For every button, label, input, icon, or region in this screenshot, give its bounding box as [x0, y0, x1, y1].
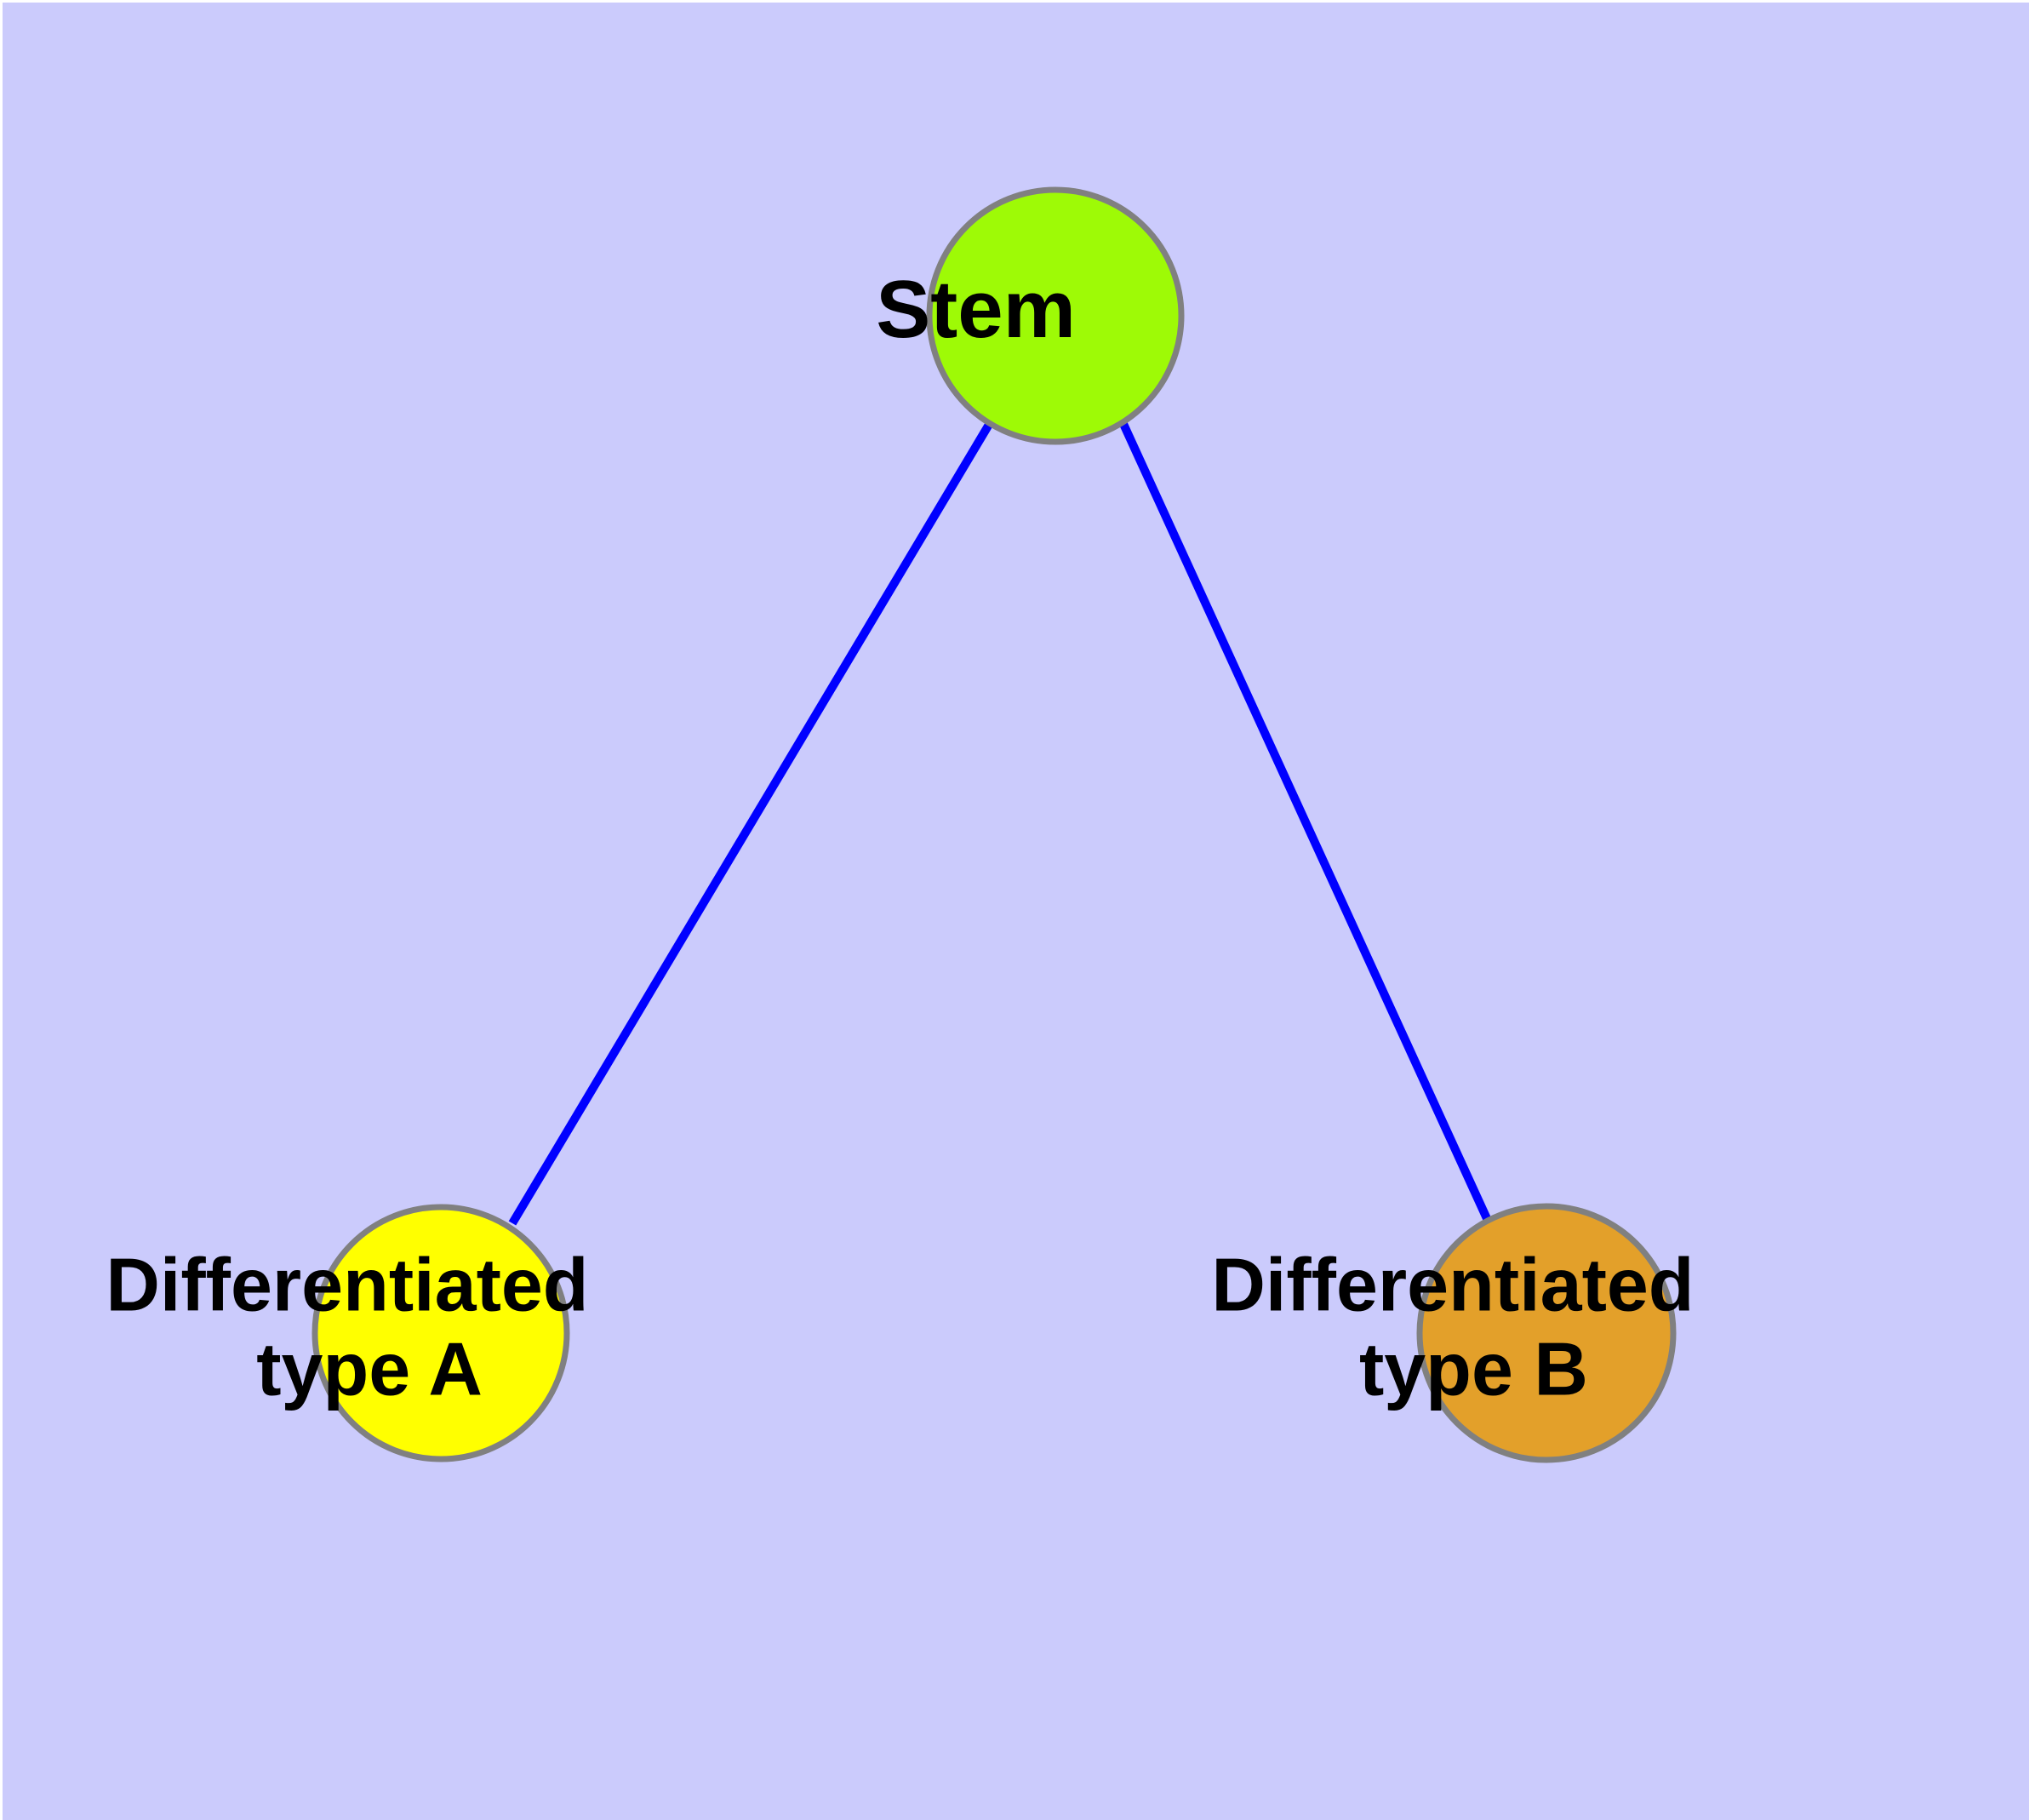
edge-stem-to-differentiated-type-b[interactable]	[1119, 421, 1494, 1227]
node-differentiated-type-b-label: Differentiated type B	[1211, 0, 1881, 1411]
label-layer: Stem Differentiated type A Differentiate…	[106, 0, 1881, 1411]
node-stem-label: Stem	[876, 0, 1234, 355]
node-differentiated-type-b-circle[interactable]	[1416, 1203, 1677, 1463]
canvas-left-bleed	[0, 0, 3, 1820]
node-differentiated-type-a-circle[interactable]	[311, 1204, 570, 1462]
node-differentiated-type-b-label-line1: Differentiated	[1211, 1243, 1694, 1327]
edge-stem-to-differentiated-type-a[interactable]	[508, 421, 994, 1226]
node-differentiated-type-a-label: Differentiated type A	[106, 0, 775, 1411]
node-layer	[311, 186, 1677, 1463]
node-differentiated-type-a-label-line2: type A	[256, 1327, 481, 1411]
node-differentiated-type-b-label-line2: type B	[1359, 1327, 1588, 1411]
edge-layer	[508, 421, 1494, 1227]
node-stem-circle[interactable]	[926, 186, 1185, 445]
canvas-top-bleed	[0, 0, 2029, 3]
node-stem-label-line1: Stem	[876, 264, 1076, 355]
node-differentiated-type-a-label-line1: Differentiated	[106, 1243, 588, 1327]
